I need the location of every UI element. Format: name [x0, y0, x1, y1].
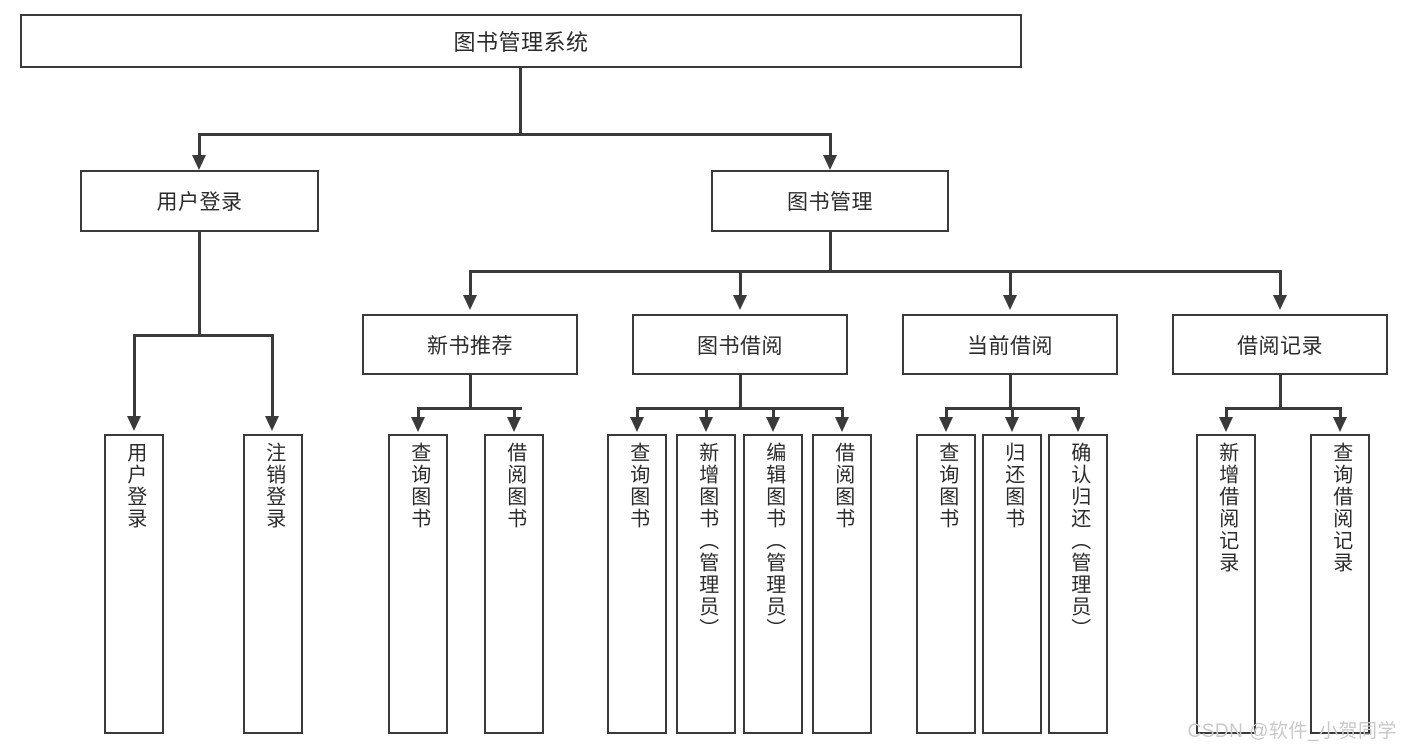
connector-new-book-stem: [469, 375, 472, 410]
node-label: 借阅图书: [831, 442, 854, 530]
connector-user-login-to-leaf-1: [133, 334, 136, 418]
arrow-root-to-book-manage: [823, 155, 837, 170]
node-label: 图书借阅: [697, 334, 783, 358]
node-label: 查询图书: [407, 442, 430, 530]
arrow-book-borrow-to-leaf-3: [766, 417, 780, 432]
connector-book-manage-to-book-borrow: [739, 270, 742, 297]
node-label: 查询借阅记录: [1329, 442, 1352, 574]
connector-book-manage-stem: [829, 232, 832, 272]
node-leaf-edit-book[interactable]: 编辑图书（管理员）: [743, 434, 803, 734]
node-label: 查询图书: [626, 442, 649, 530]
connector-book-manage-to-new-book: [469, 270, 472, 297]
connector-user-login-stem: [198, 232, 201, 336]
node-leaf-add-record[interactable]: 新增借阅记录: [1196, 434, 1256, 734]
connector-user-login-bar: [133, 334, 273, 337]
connector-new-book-to-leaf-1: [417, 407, 420, 419]
node-label: 编辑图书（管理员）: [762, 442, 785, 640]
connector-book-borrow-to-leaf-1: [636, 407, 639, 419]
connector-book-borrow-to-leaf-4: [841, 407, 844, 419]
node-label: 借阅图书: [503, 442, 526, 530]
connector-root-to-user-login: [198, 133, 201, 157]
connector-borrow-record-to-leaf-1: [1225, 407, 1228, 419]
node-leaf-borrow-book-1[interactable]: 借阅图书: [484, 434, 544, 734]
node-leaf-query-book-2[interactable]: 查询图书: [607, 434, 667, 734]
node-book-borrow[interactable]: 图书借阅: [632, 314, 848, 375]
connector-current-borrow-to-leaf-2: [1011, 407, 1014, 419]
connector-book-borrow-to-leaf-2: [705, 407, 708, 419]
node-current-borrow[interactable]: 当前借阅: [902, 314, 1118, 375]
node-label: 新增借阅记录: [1215, 442, 1238, 574]
connector-book-borrow-bar: [636, 407, 843, 410]
connector-book-manage-to-current-borrow: [1009, 270, 1012, 297]
connector-current-borrow-to-leaf-1: [945, 407, 948, 419]
connector-borrow-record-stem: [1279, 375, 1282, 410]
node-leaf-user-login[interactable]: 用户登录: [104, 434, 164, 734]
arrow-user-login-to-leaf-2: [265, 416, 279, 431]
connector-book-borrow-to-leaf-3: [772, 407, 775, 419]
node-label: 用户登录: [156, 191, 243, 214]
arrow-book-borrow-to-leaf-1: [630, 417, 644, 432]
connector-current-borrow-stem: [1009, 375, 1012, 410]
connector-book-manage-bar: [469, 270, 1281, 273]
node-leaf-query-record[interactable]: 查询借阅记录: [1310, 434, 1370, 734]
node-leaf-logout[interactable]: 注销登录: [243, 434, 303, 734]
node-label: 新书推荐: [427, 334, 513, 358]
node-borrow-record[interactable]: 借阅记录: [1172, 314, 1388, 375]
node-label: 当前借阅: [967, 334, 1053, 358]
connector-root-stem: [519, 68, 522, 135]
connector-current-borrow-to-leaf-3: [1077, 407, 1080, 419]
node-label: 图书管理: [787, 191, 873, 214]
node-leaf-add-book[interactable]: 新增图书（管理员）: [676, 434, 736, 734]
arrow-book-borrow-to-leaf-2: [699, 417, 713, 432]
node-new-book-recommend[interactable]: 新书推荐: [362, 314, 578, 375]
node-leaf-return-book[interactable]: 归还图书: [982, 434, 1042, 734]
connector-user-login-to-leaf-2: [271, 334, 274, 418]
arrow-new-book-to-leaf-1: [411, 417, 425, 432]
node-label: 图书管理系统: [453, 30, 589, 55]
arrow-user-login-to-leaf-1: [127, 416, 141, 431]
node-label: 归还图书: [1001, 442, 1024, 530]
connector-book-borrow-stem: [739, 375, 742, 410]
arrow-borrow-record-to-leaf-2: [1333, 417, 1347, 432]
node-label: 确认归还（管理员）: [1067, 442, 1090, 640]
connector-borrow-record-bar: [1225, 407, 1341, 410]
arrow-book-manage-to-borrow-record: [1273, 295, 1287, 310]
arrow-borrow-record-to-leaf-1: [1219, 417, 1233, 432]
arrow-book-manage-to-new-book: [463, 295, 477, 310]
arrow-root-to-user-login: [192, 155, 206, 170]
node-user-login[interactable]: 用户登录: [80, 170, 319, 232]
connector-new-book-bar: [417, 407, 522, 410]
node-root-book-management-system[interactable]: 图书管理系统: [20, 14, 1022, 68]
node-leaf-query-book-1[interactable]: 查询图书: [388, 434, 448, 734]
node-label: 借阅记录: [1237, 334, 1323, 358]
node-book-manage[interactable]: 图书管理: [711, 170, 949, 232]
arrow-current-borrow-to-leaf-3: [1071, 417, 1085, 432]
connector-book-manage-to-borrow-record: [1279, 270, 1282, 297]
node-leaf-borrow-book-2[interactable]: 借阅图书: [812, 434, 872, 734]
arrow-book-manage-to-current-borrow: [1003, 295, 1017, 310]
arrow-current-borrow-to-leaf-1: [939, 417, 953, 432]
connector-borrow-record-to-leaf-2: [1339, 407, 1342, 419]
node-label: 用户登录: [123, 442, 146, 530]
node-label: 新增图书（管理员）: [695, 442, 718, 640]
node-label: 查询图书: [935, 442, 958, 530]
connector-new-book-to-leaf-2: [513, 407, 516, 419]
node-leaf-query-book-3[interactable]: 查询图书: [916, 434, 976, 734]
connector-root-bar: [198, 133, 831, 136]
arrow-book-manage-to-book-borrow: [733, 295, 747, 310]
node-leaf-confirm-return[interactable]: 确认归还（管理员）: [1048, 434, 1108, 734]
node-label: 注销登录: [262, 442, 285, 530]
connector-root-to-book-manage: [829, 133, 832, 157]
arrow-new-book-to-leaf-2: [507, 417, 521, 432]
arrow-current-borrow-to-leaf-2: [1005, 417, 1019, 432]
arrow-book-borrow-to-leaf-4: [835, 417, 849, 432]
